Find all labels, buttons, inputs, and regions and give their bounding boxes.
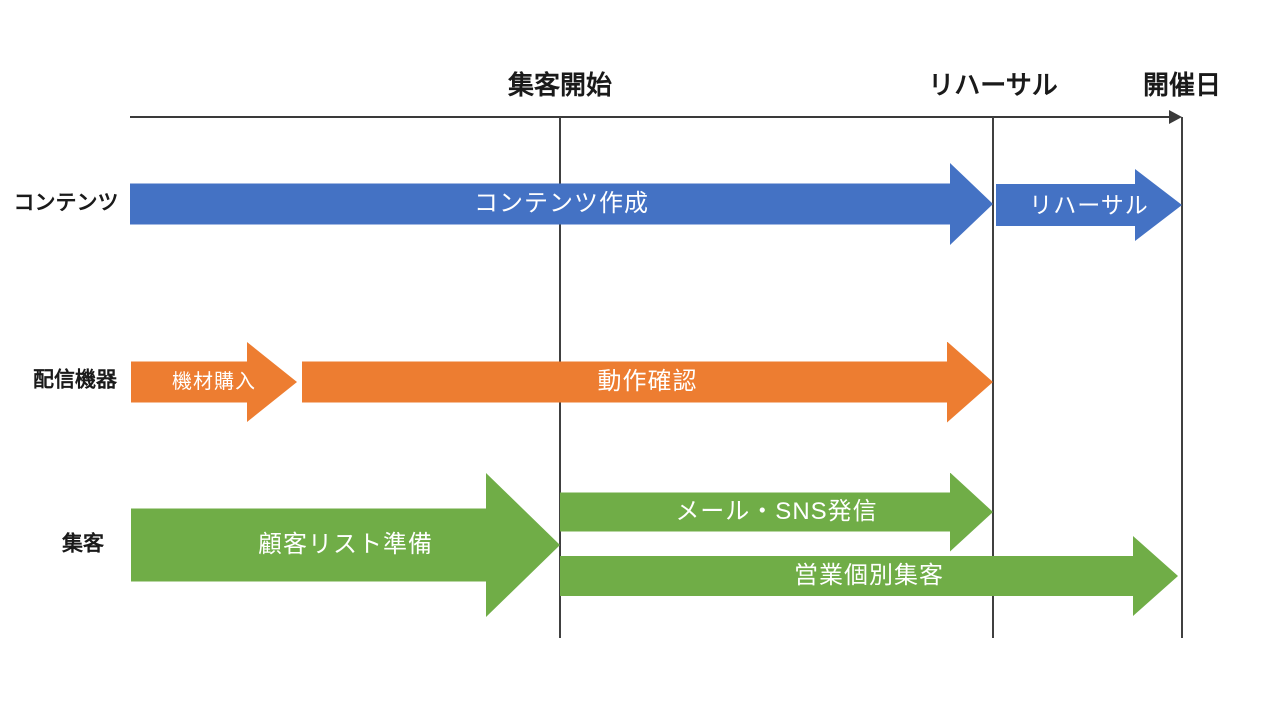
task-label: メール・SNS発信 — [675, 498, 878, 525]
task-label: リハーサル — [1029, 191, 1149, 218]
milestone-line-rehearsal — [992, 117, 994, 638]
task-label: 営業個別集客 — [794, 562, 944, 589]
row-label-haishin-kiki: 配信機器 — [33, 368, 117, 392]
milestone-label-shuukyaku-kaishi: 集客開始 — [507, 70, 613, 100]
timeline-axis-line — [130, 116, 1171, 118]
task-label: コンテンツ作成 — [474, 190, 649, 217]
milestone-label-rehearsal: リハーサル — [928, 70, 1058, 100]
milestone-line-kaisaibi — [1181, 117, 1183, 638]
task-arrow-equipment-purchase: 機材購入 — [131, 342, 297, 422]
task-label: 機材購入 — [172, 371, 256, 393]
row-label-contents: コンテンツ — [13, 191, 119, 215]
task-label: 動作確認 — [597, 368, 698, 395]
task-arrow-mail-sns: メール・SNS発信 — [560, 472, 993, 552]
row-label-shuukyaku: 集客 — [62, 532, 104, 556]
task-arrow-customer-list-prep: 顧客リスト準備 — [131, 473, 560, 617]
task-arrow-operation-check: 動作確認 — [302, 341, 993, 423]
task-arrow-rehearsal: リハーサル — [996, 169, 1182, 241]
timeline-axis-arrowhead-icon — [1169, 110, 1182, 124]
task-label: 顧客リスト準備 — [258, 531, 433, 558]
task-arrow-contents-creation: コンテンツ作成 — [130, 163, 993, 245]
task-arrow-sales-individual: 営業個別集客 — [560, 536, 1178, 616]
milestone-label-kaisaibi: 開催日 — [1142, 70, 1222, 100]
